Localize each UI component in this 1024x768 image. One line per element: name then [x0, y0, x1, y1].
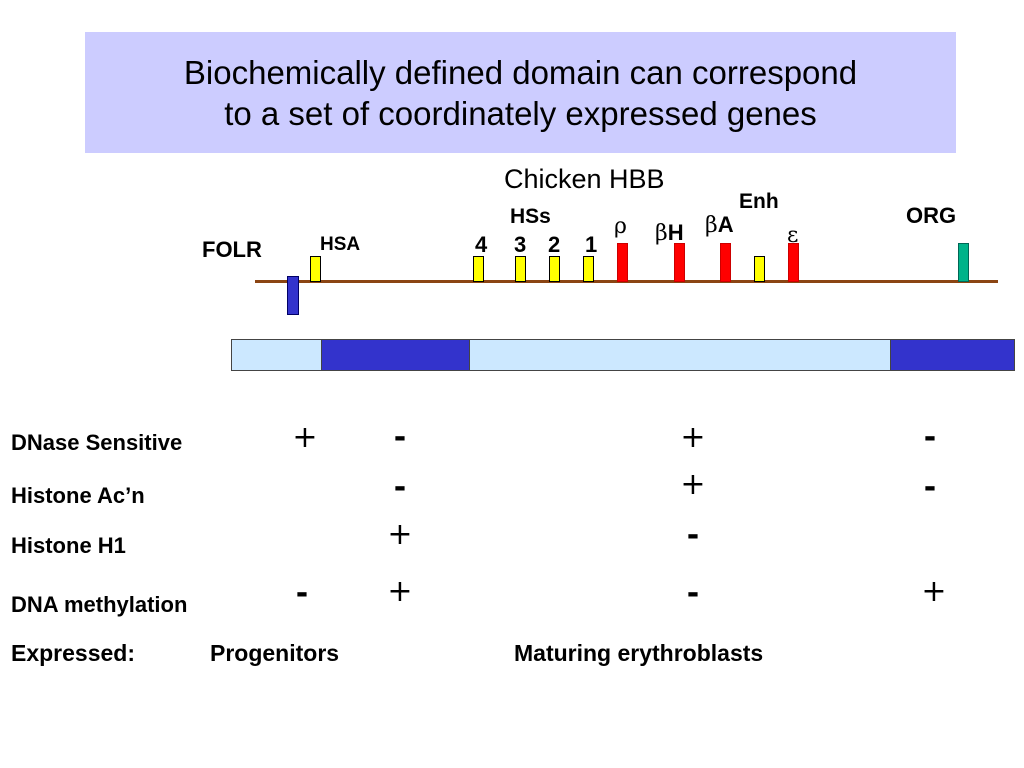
mark-dnase-col2: -	[393, 420, 407, 455]
mark-meth-col2: +	[387, 574, 413, 609]
beta-h-gene-marker	[674, 243, 685, 282]
expressed-progenitors: Progenitors	[210, 640, 340, 666]
enh-label: Enh	[739, 190, 779, 213]
slide-title: Biochemically defined domain can corresp…	[184, 52, 857, 134]
beta-a-symbol: β	[705, 213, 718, 238]
hs1-marker	[583, 256, 594, 282]
row-label-dnase: DNase Sensitive	[11, 430, 183, 455]
diagram-subtitle: Chicken HBB	[504, 164, 665, 194]
folr-label: FOLR	[202, 237, 262, 262]
domain-segment-4	[891, 340, 1014, 370]
mark-meth-col3: -	[686, 576, 700, 611]
beta-h-label: βH	[655, 220, 684, 246]
expressed-maturing: Maturing erythroblasts	[514, 640, 764, 666]
folr-gene-marker	[287, 276, 299, 315]
rho-label: ρ	[614, 214, 627, 239]
beta-a-text: A	[717, 212, 734, 237]
mark-h1-col3: -	[686, 518, 700, 553]
org-gene-marker	[958, 243, 969, 282]
beta-a-gene-marker	[720, 243, 731, 282]
title-line-1: Biochemically defined domain can corresp…	[183, 53, 858, 91]
expressed-label: Expressed:	[11, 640, 136, 666]
mark-acn-col3: +	[680, 467, 706, 502]
hs3-marker	[515, 256, 526, 282]
hs3-label: 3	[514, 232, 527, 257]
hs2-label: 2	[548, 232, 561, 257]
hss-label: HSs	[510, 205, 551, 228]
mark-acn-col4: -	[923, 470, 937, 505]
row-label-histone-h1: Histone H1	[11, 533, 126, 558]
domain-segment-3	[470, 340, 891, 370]
row-label-dna-methylation: DNA methylation	[11, 592, 188, 617]
mark-meth-col4: +	[921, 574, 947, 609]
epsilon-gene-marker	[788, 243, 799, 282]
mark-h1-col2: +	[387, 517, 413, 552]
rho-gene-marker	[617, 243, 628, 282]
epsilon-label: ε	[787, 223, 799, 248]
domain-segment-2	[322, 340, 470, 370]
mark-dnase-col4: -	[923, 420, 937, 455]
hs4-marker	[473, 256, 484, 282]
chromatin-domain-bar	[231, 339, 1015, 371]
mark-dnase-col1: +	[292, 420, 318, 455]
hs1-label: 1	[585, 232, 598, 257]
mark-meth-col1: -	[295, 576, 309, 611]
hs2-marker	[549, 256, 560, 282]
beta-a-label: βA	[705, 212, 734, 238]
beta-h-text: H	[667, 220, 684, 245]
hsa-label: HSA	[320, 234, 361, 255]
beta-h-symbol: β	[655, 221, 668, 246]
title-line-2: to a set of coordinately expressed genes	[224, 94, 817, 132]
org-label: ORG	[906, 203, 957, 228]
hs4-label: 4	[475, 232, 488, 257]
domain-segment-1	[232, 340, 322, 370]
row-label-histone-acn: Histone Ac’n	[11, 483, 145, 508]
mark-dnase-col3: +	[680, 420, 706, 455]
hsa-marker	[310, 256, 321, 282]
enh-marker	[754, 256, 765, 282]
mark-acn-col2: -	[393, 470, 407, 505]
title-box: Biochemically defined domain can corresp…	[85, 32, 956, 153]
